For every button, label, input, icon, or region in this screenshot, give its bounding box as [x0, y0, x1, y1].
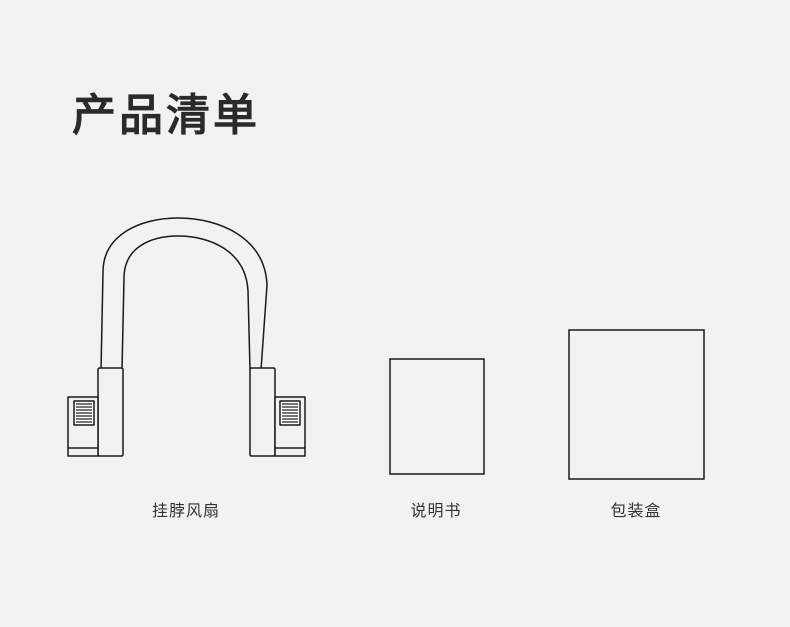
item-label-box: 包装盒 — [610, 501, 662, 520]
item-label-manual: 说明书 — [410, 501, 462, 520]
box-icon — [568, 329, 705, 480]
page-title: 产品清单 — [72, 90, 260, 141]
item-label-neck-fan: 挂脖风扇 — [151, 501, 220, 520]
neck-fan-figure — [60, 210, 320, 470]
box-figure — [568, 329, 705, 480]
manual-icon — [389, 358, 485, 475]
manual-figure — [389, 358, 485, 475]
neck-fan-icon — [67, 217, 306, 457]
